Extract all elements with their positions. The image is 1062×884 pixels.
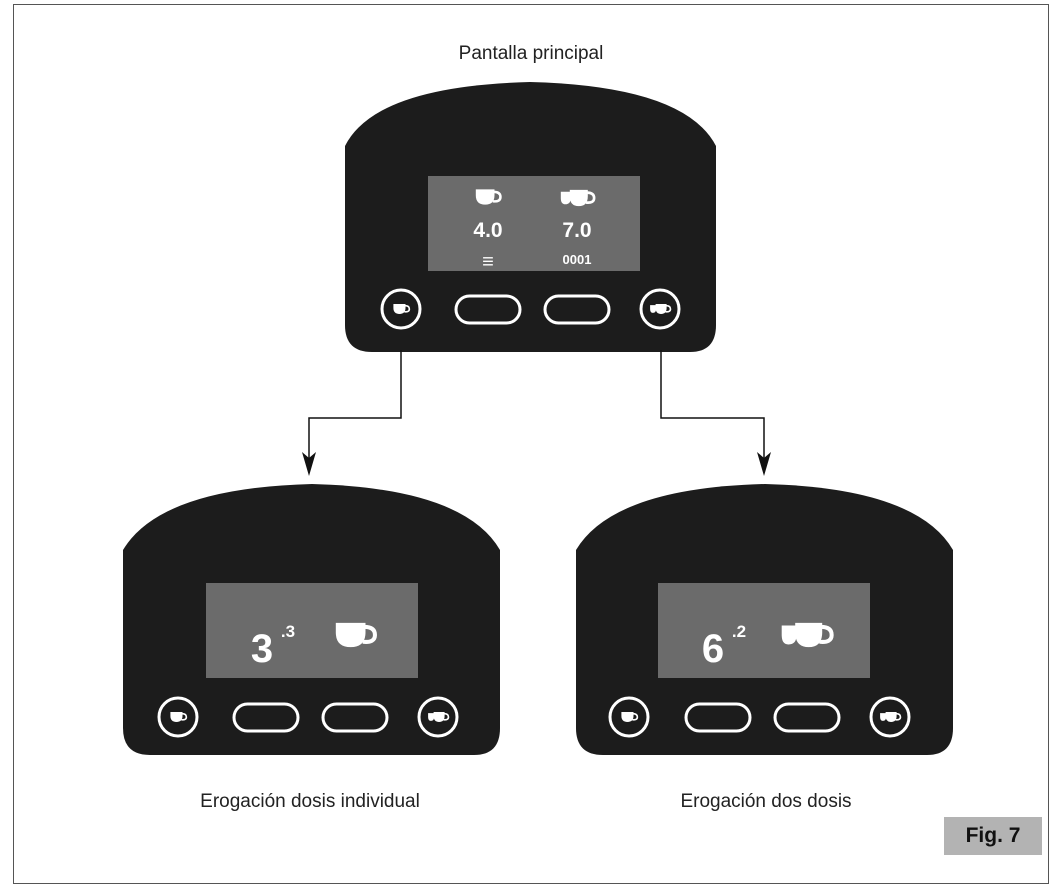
blank-button-2[interactable] xyxy=(773,702,841,733)
blank-button-2[interactable] xyxy=(321,702,389,733)
main-panel: 4.0 7.0 ≡ 0001 xyxy=(345,82,716,352)
single-dose-panel: 3 .3 xyxy=(123,484,500,755)
double-cup-button[interactable] xyxy=(869,696,911,738)
connector-left xyxy=(302,350,402,476)
single-dose-display xyxy=(206,583,418,678)
blank-button-1[interactable] xyxy=(454,294,522,325)
double-cup-button[interactable] xyxy=(417,696,459,738)
single-cup-button[interactable] xyxy=(157,696,199,738)
caption-double-dose: Erogación dos dosis xyxy=(680,791,852,812)
blank-button-2[interactable] xyxy=(543,294,611,325)
double-dose-panel: 6 .2 xyxy=(576,484,953,755)
double-dose-display xyxy=(658,583,870,678)
double-cup-button[interactable] xyxy=(639,288,681,330)
main-display xyxy=(428,176,640,271)
caption-main-screen: Pantalla principal xyxy=(458,43,604,64)
connector-right xyxy=(660,350,771,476)
double-dose-value: 7.0 xyxy=(562,219,591,242)
single-cup-button[interactable] xyxy=(380,288,422,330)
blank-button-1[interactable] xyxy=(684,702,752,733)
single-dose-integer: 3 xyxy=(251,627,273,671)
single-dose-value: 4.0 xyxy=(473,219,502,242)
single-cup-button[interactable] xyxy=(608,696,650,738)
blank-button-1[interactable] xyxy=(232,702,300,733)
counter-value: 0001 xyxy=(563,252,592,267)
figure-label: Fig. 7 xyxy=(944,817,1042,855)
single-dose-decimal: .3 xyxy=(281,622,295,641)
caption-single-dose: Erogación dosis individual xyxy=(200,791,420,812)
double-dose-integer: 6 xyxy=(702,627,724,671)
menu-icon: ≡ xyxy=(482,251,494,273)
double-dose-decimal: .2 xyxy=(732,622,746,641)
